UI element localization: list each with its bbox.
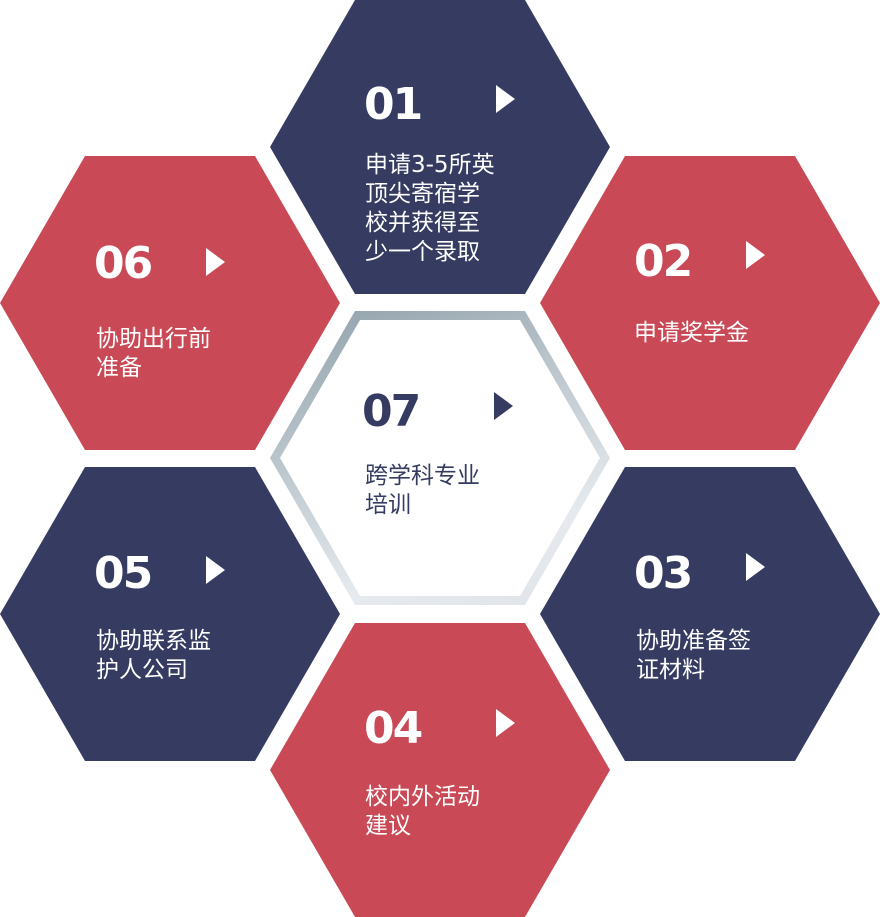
- step-label-line: 申请奖学金: [634, 320, 749, 346]
- hex-step-01: 01 申请3-5所英 顶尖寄宿学 校并获得至 少一个录取: [270, 0, 610, 294]
- step-label: 协助准备签 证材料: [636, 627, 751, 685]
- step-label-line: 护人公司: [96, 657, 188, 683]
- step-label: 校内外活动 建议: [365, 783, 480, 841]
- hex-step-05: 05 协助联系监 护人公司: [0, 467, 340, 761]
- step-label-line: 培训: [365, 492, 411, 518]
- step-label-line: 跨学科专业: [365, 463, 480, 489]
- hex-step-07: 07 跨学科专业 培训: [270, 311, 610, 605]
- step-label-line: 校内外活动: [365, 784, 480, 810]
- step-number: 07: [362, 386, 421, 437]
- step-number: 03: [634, 548, 693, 599]
- play-triangle-icon: [494, 392, 513, 420]
- step-label: 跨学科专业 培训: [365, 462, 480, 520]
- step-label-line: 少一个录取: [365, 239, 480, 265]
- play-triangle-icon: [746, 241, 765, 269]
- step-label-line: 协助准备签: [636, 628, 751, 654]
- hex-step-04: 04 校内外活动 建议: [270, 623, 610, 917]
- play-triangle-icon: [496, 85, 515, 113]
- step-label: 申请奖学金: [634, 319, 749, 348]
- step-label-line: 准备: [96, 355, 142, 381]
- step-label-line: 申请3-5所英: [365, 152, 495, 178]
- step-number: 01: [364, 79, 423, 130]
- play-triangle-icon: [206, 248, 225, 276]
- step-label-line: 证材料: [636, 657, 705, 683]
- play-triangle-icon: [496, 709, 515, 737]
- step-label-line: 建议: [365, 813, 411, 839]
- step-label-line: 协助出行前: [96, 326, 211, 352]
- step-number: 04: [364, 703, 423, 754]
- hex-step-07-inner: [280, 320, 600, 596]
- step-label: 申请3-5所英 顶尖寄宿学 校并获得至 少一个录取: [365, 151, 495, 267]
- step-label: 协助出行前 准备: [96, 325, 211, 383]
- step-label-line: 校并获得至: [365, 210, 480, 236]
- step-number: 06: [94, 238, 153, 289]
- step-label-line: 顶尖寄宿学: [365, 181, 480, 207]
- hex-step-06: 06 协助出行前 准备: [0, 156, 340, 450]
- step-label-line: 协助联系监: [96, 628, 211, 654]
- hex-step-02: 02 申请奖学金: [540, 156, 880, 450]
- play-triangle-icon: [206, 556, 225, 584]
- step-label: 协助联系监 护人公司: [96, 627, 211, 685]
- play-triangle-icon: [746, 553, 765, 581]
- step-number: 05: [94, 548, 153, 599]
- hex-step-03: 03 协助准备签 证材料: [540, 467, 880, 761]
- step-number: 02: [634, 236, 693, 287]
